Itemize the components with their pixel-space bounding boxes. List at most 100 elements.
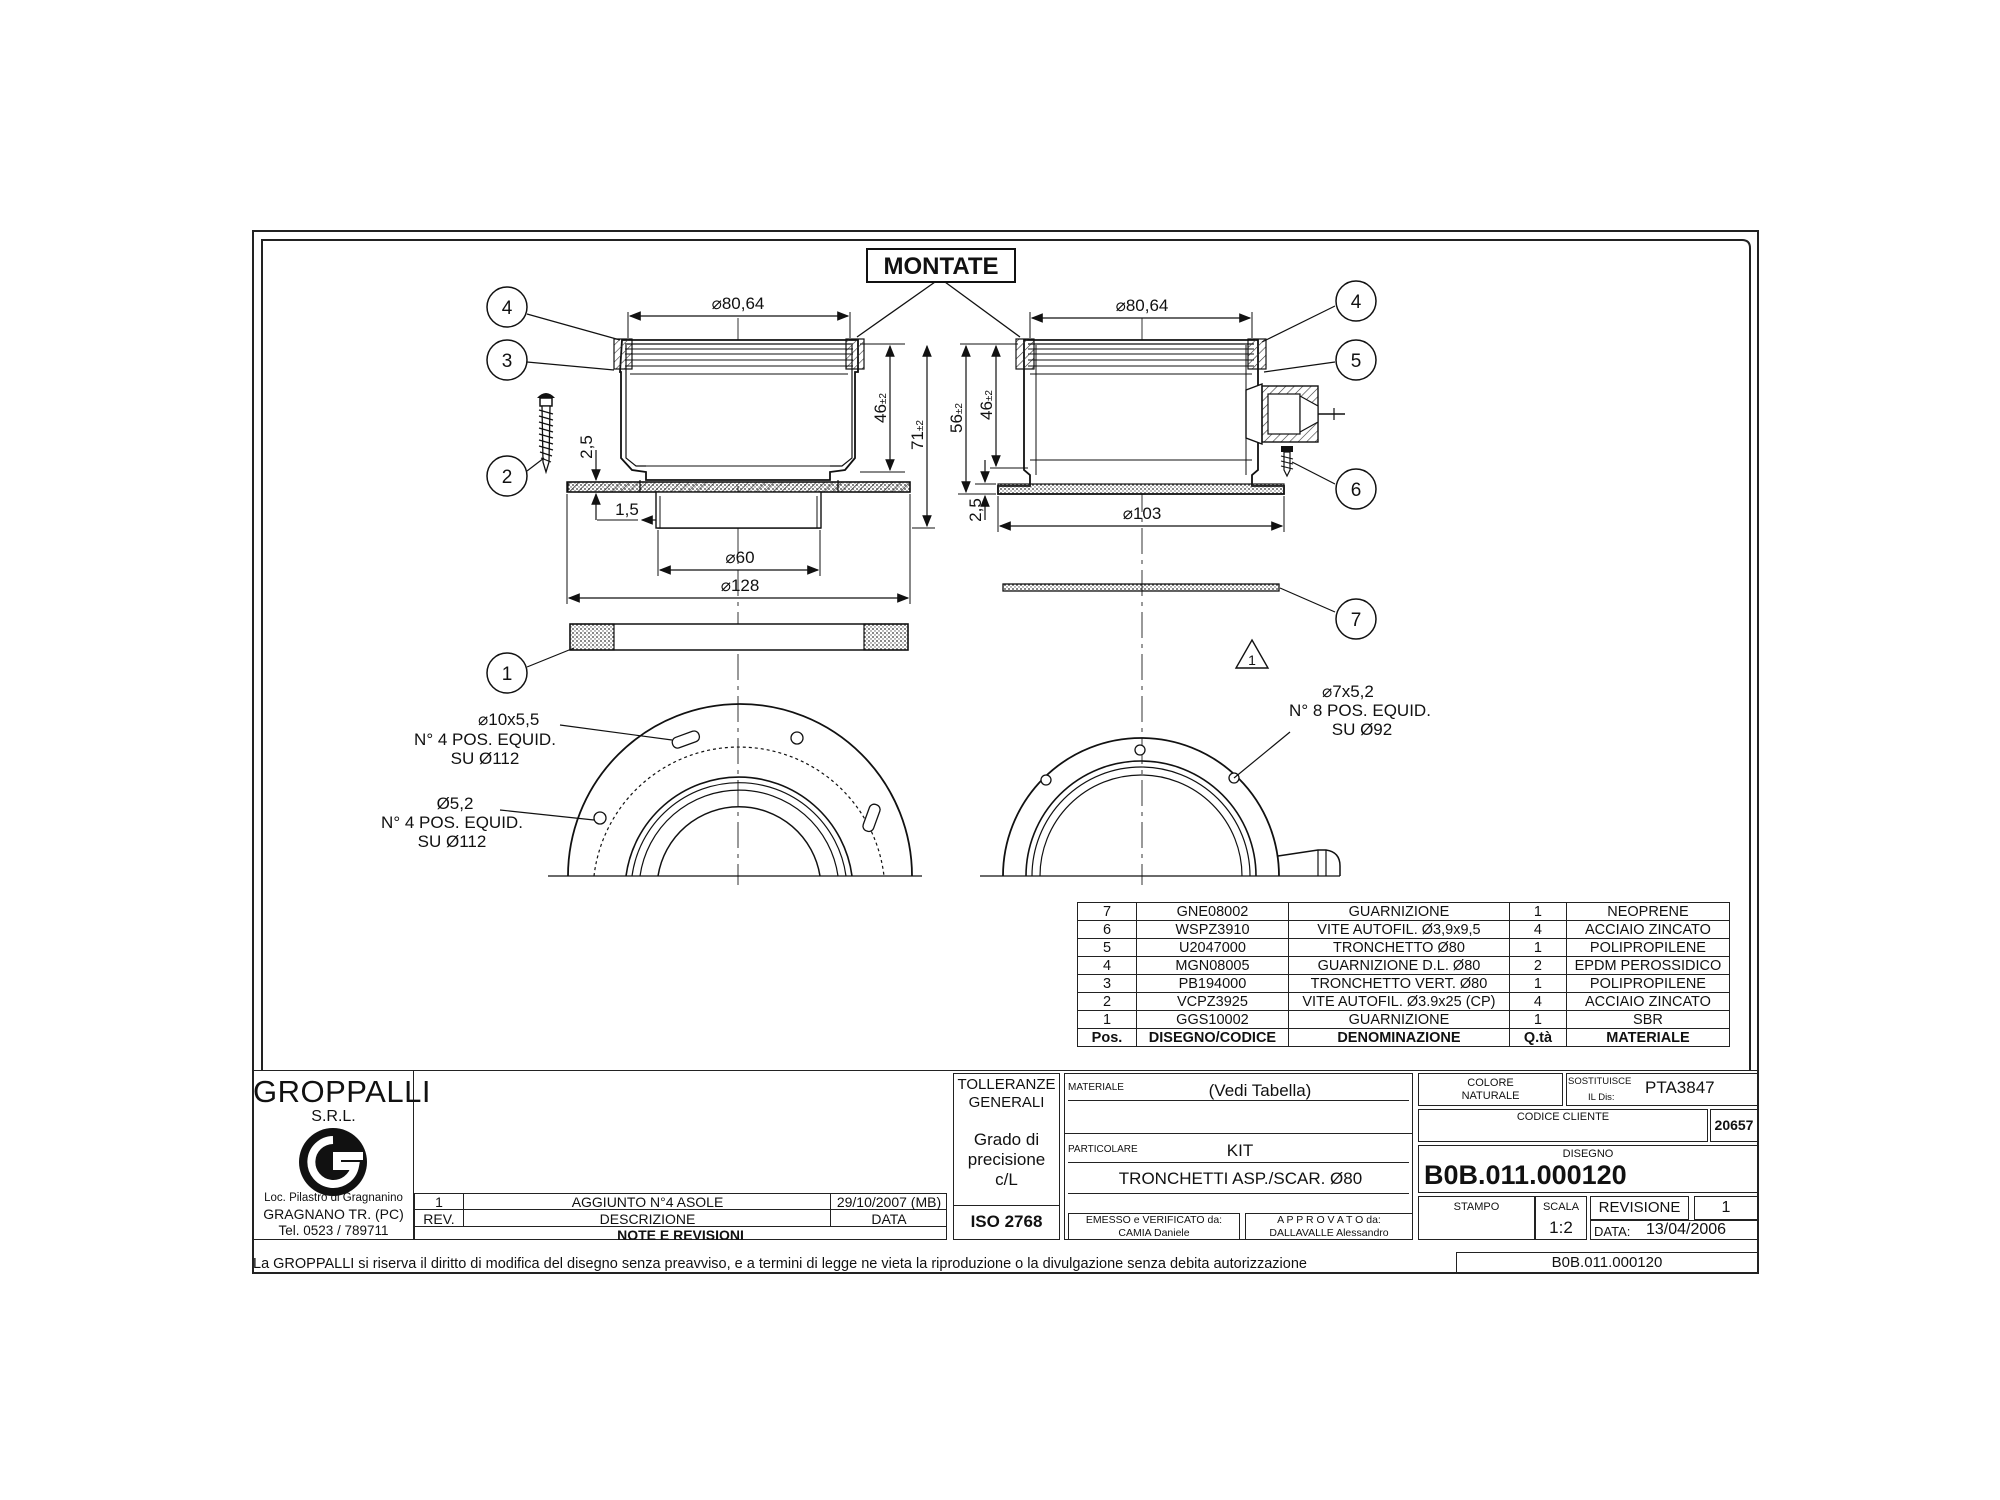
balloons: 4 3 2 1 4 5 6 7 xyxy=(486,280,1377,694)
balloon-1: 1 xyxy=(502,664,513,685)
dim-h46-left: 46 xyxy=(871,404,890,423)
bom-cell: 2 xyxy=(1509,956,1567,975)
bom-cell: VITE AUTOFIL. Ø3.9x25 (CP) xyxy=(1287,992,1511,1011)
dim-t2-5-left: 2,5 xyxy=(577,435,596,459)
scale-value: 1:2 xyxy=(1549,1218,1573,1237)
bom-header-cell: DISEGNO/CODICE xyxy=(1135,1028,1289,1047)
bom-cell: GUARNIZIONE D.L. Ø80 xyxy=(1287,956,1511,975)
revision-header-rev: REV. xyxy=(423,1211,455,1227)
material-label: MATERIALE xyxy=(1068,1082,1124,1093)
revision-value: 1 xyxy=(1721,1199,1731,1216)
bom-cell: EPDM PEROSSIDICO xyxy=(1565,956,1731,975)
revision-label-box xyxy=(1590,1196,1689,1220)
bom-cell: 1 xyxy=(1509,1010,1567,1029)
note-slot-dim: 10x5,5 xyxy=(488,710,539,729)
dim-w1-5: 1,5 xyxy=(615,500,639,519)
material-value: (Vedi Tabella) xyxy=(1208,1081,1312,1100)
bom-cell: 1 xyxy=(1077,1010,1137,1029)
part-value-2: TRONCHETTI ASP./SCAR. Ø80 xyxy=(1118,1169,1363,1188)
customer-code-label: CODICE CLIENTE xyxy=(1516,1111,1610,1123)
bom-cell: GUARNIZIONE xyxy=(1287,902,1511,921)
outer-frame xyxy=(252,230,1759,1274)
revisions-table xyxy=(414,1193,947,1240)
company-address-1: Loc. Pilastro di Gragnanino xyxy=(264,1192,403,1204)
company-phone: Tel. 0523 / 789711 xyxy=(278,1223,389,1238)
drawing-number-box xyxy=(1418,1145,1758,1193)
balloon-2: 2 xyxy=(502,467,513,488)
bom-cell: GGS10002 xyxy=(1135,1010,1289,1029)
revision-date: 29/10/2007 (MB) xyxy=(836,1194,942,1210)
svg-text:46±2: 46±2 xyxy=(977,390,996,420)
issued-by-box xyxy=(1068,1213,1240,1240)
color-label-2: NATURALE xyxy=(1461,1090,1520,1102)
left-dimensions: ⌀80,64 46±2 71±2 2,5 1,5 ⌀60 ⌀128 xyxy=(566,294,935,604)
note-r-hole-circle: SU Ø92 xyxy=(1332,720,1392,739)
svg-text:56±2: 56±2 xyxy=(947,403,966,433)
left-assembly xyxy=(537,318,911,885)
dim-right-top-dia: 80,64 xyxy=(1126,296,1169,315)
bom-cell: POLIPROPILENE xyxy=(1565,974,1731,993)
tolerances-grade-3: c/L xyxy=(995,1170,1018,1189)
dim-dia60: 60 xyxy=(736,548,755,567)
balloon-7: 7 xyxy=(1351,610,1362,631)
part-label: PARTICOLARE xyxy=(1068,1144,1138,1155)
left-plan-view xyxy=(548,703,922,877)
note-slot-circle: SU Ø112 xyxy=(451,749,520,768)
bom-cell: U2047000 xyxy=(1135,938,1289,957)
revision-label: REVISIONE xyxy=(1598,1199,1681,1216)
svg-text:46±2: 46±2 xyxy=(871,393,890,423)
customer-code-value: 20657 xyxy=(1714,1117,1754,1133)
company-block xyxy=(253,1070,414,1240)
footer-code-box xyxy=(1456,1252,1758,1273)
view-title: MONTATE xyxy=(883,253,998,280)
bom-cell: VITE AUTOFIL. Ø3,9x9,5 xyxy=(1287,920,1511,939)
revision-value-box xyxy=(1694,1196,1758,1220)
bom-cell: 6 xyxy=(1077,920,1137,939)
bom-cell: MGN08005 xyxy=(1135,956,1289,975)
bom-cell: 3 xyxy=(1077,974,1137,993)
revision-number: 1 xyxy=(435,1194,443,1210)
right-assembly xyxy=(997,318,1345,885)
plan-notes: ⌀10x5,5 N° 4 POS. EQUID. SU Ø112 Ø5,2 N°… xyxy=(381,638,1431,851)
bom-cell: GNE08002 xyxy=(1135,902,1289,921)
balloon-6: 6 xyxy=(1351,480,1362,501)
tolerances-grade-1: Grado di xyxy=(973,1130,1040,1149)
company-address-2: GRAGNANO TR. (PC) xyxy=(263,1206,404,1222)
approved-label: A P P R O V A T O da: xyxy=(1277,1214,1381,1226)
bom-cell: VCPZ3925 xyxy=(1135,992,1289,1011)
view-title-box xyxy=(866,248,1016,283)
part-value-1: KIT xyxy=(1226,1141,1254,1160)
bom-cell: 1 xyxy=(1509,974,1567,993)
balloon-4-right: 4 xyxy=(1351,292,1362,313)
view-leader-right xyxy=(944,281,1021,338)
color-box xyxy=(1418,1073,1563,1106)
bom-cell: SBR xyxy=(1565,1010,1731,1029)
scale-box xyxy=(1535,1196,1587,1240)
revision-header-desc: DESCRIZIONE xyxy=(599,1211,696,1227)
stamp-label: STAMPO xyxy=(1453,1201,1500,1213)
approved-by-box xyxy=(1245,1213,1413,1240)
color-label-1: COLORE xyxy=(1467,1077,1514,1089)
svg-text:⌀10x5,5: ⌀10x5,5 xyxy=(478,710,539,729)
bom-cell: TRONCHETTO Ø80 xyxy=(1287,938,1511,957)
replaces-label-1: SOSTITUISCE xyxy=(1568,1076,1632,1087)
dim-t2-5-right: 2,5 xyxy=(966,498,985,522)
date-box xyxy=(1590,1220,1758,1240)
tolerances-block xyxy=(953,1073,1060,1240)
replaces-value: PTA3847 xyxy=(1645,1078,1715,1097)
date-value: 13/04/2006 xyxy=(1646,1221,1727,1238)
bom-cell: TRONCHETTO VERT. Ø80 xyxy=(1287,974,1511,993)
dim-h71: 71 xyxy=(908,431,927,450)
scale-label: SCALA xyxy=(1542,1201,1580,1213)
bom-cell: 1 xyxy=(1509,902,1567,921)
dim-h56: 56 xyxy=(947,414,966,433)
svg-text:⌀128: ⌀128 xyxy=(721,576,760,595)
issued-label: EMESSO e VERIFICATO da: xyxy=(1085,1214,1223,1226)
dim-dia103: 103 xyxy=(1133,504,1161,523)
